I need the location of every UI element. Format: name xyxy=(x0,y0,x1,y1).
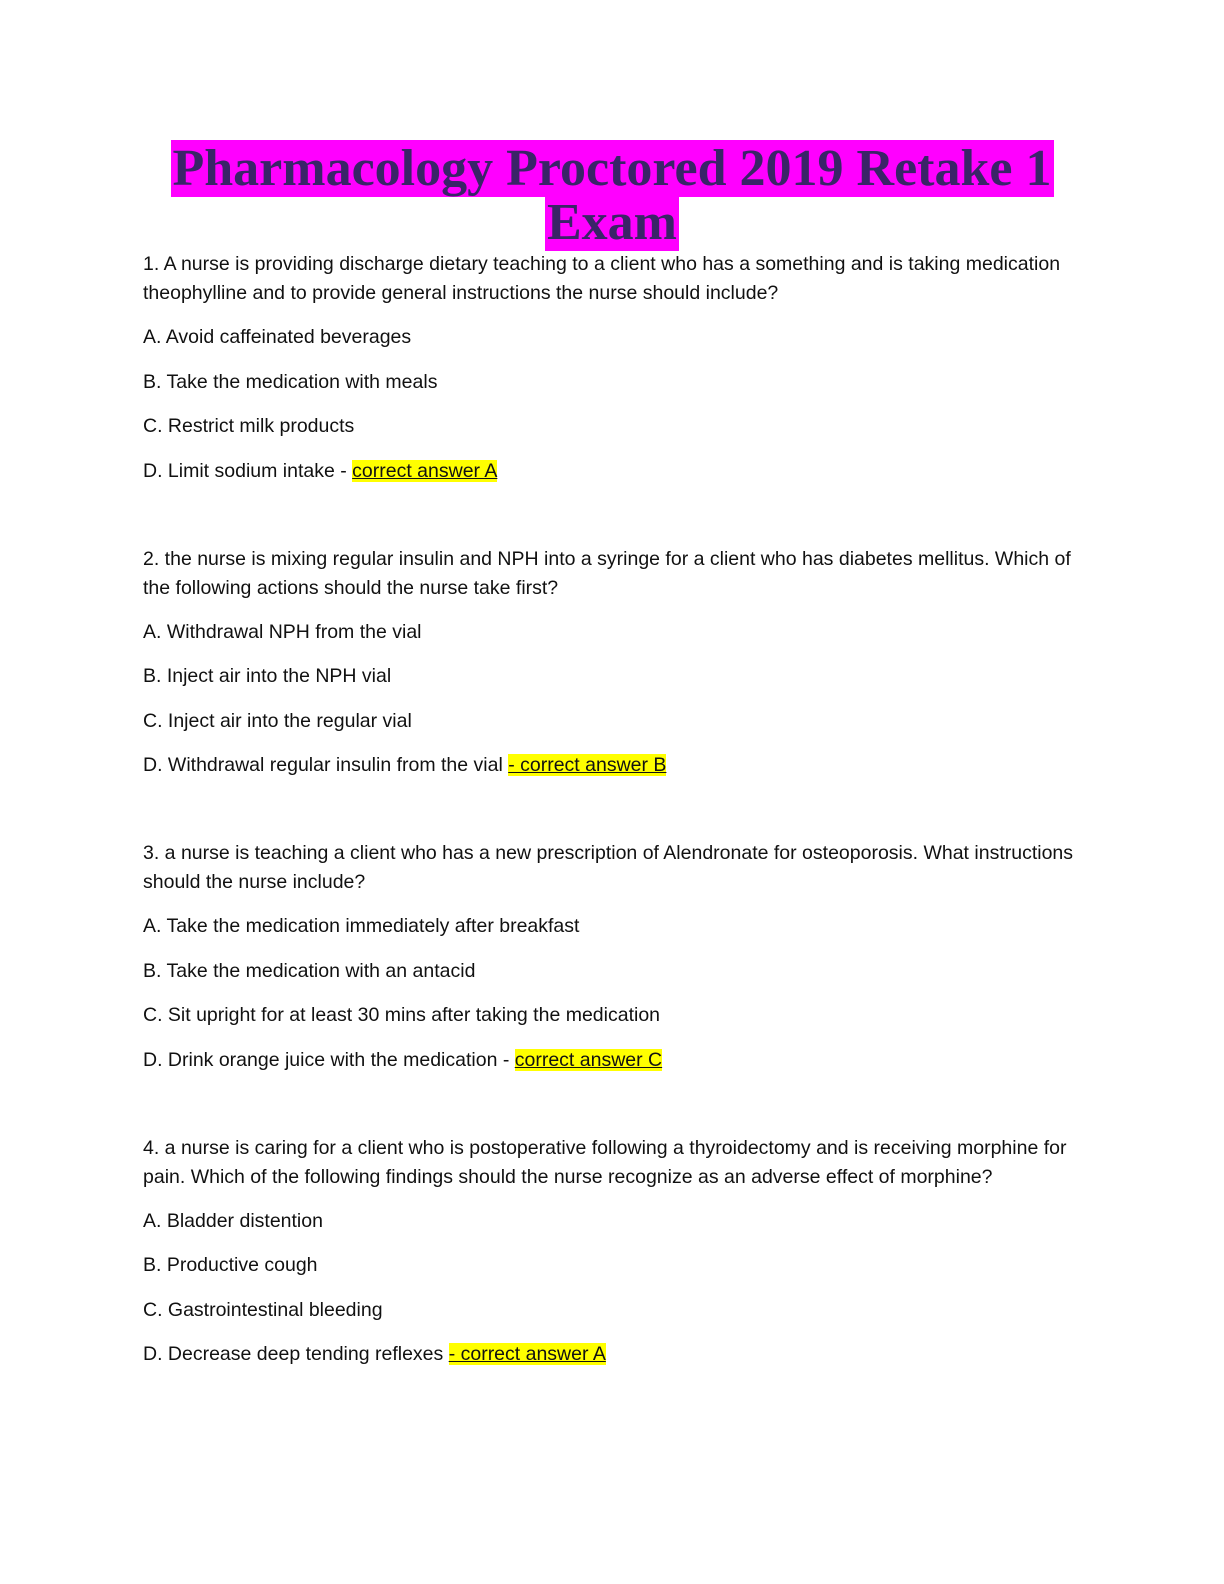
option-b: B. Take the medication with meals xyxy=(143,370,438,393)
question-block-1: 1. A nurse is providing discharge dietar… xyxy=(143,250,1083,486)
option-a: A. Withdrawal NPH from the vial xyxy=(143,620,422,643)
option-c: C. Sit upright for at least 30 mins afte… xyxy=(143,1004,661,1026)
correct-answer: correct answer C xyxy=(514,1048,663,1071)
question-block-3: 3. a nurse is teaching a client who has … xyxy=(143,839,1083,1075)
correct-answer: - correct answer A xyxy=(448,1343,606,1365)
option-b: B. Inject air into the NPH vial xyxy=(143,665,392,687)
option-a: A. Bladder distention xyxy=(143,1209,323,1232)
question-list: 1. A nurse is providing discharge dietar… xyxy=(143,250,1083,1428)
option-a: A. Avoid caffeinated beverages xyxy=(143,326,412,348)
question-text: 3. a nurse is teaching a client who has … xyxy=(143,842,1074,893)
question-block-4: 4. a nurse is caring for a client who is… xyxy=(143,1134,1083,1370)
question-text: 2. the nurse is mixing regular insulin a… xyxy=(143,547,1071,599)
option-d-text: D. Drink orange juice with the medicatio… xyxy=(143,1048,515,1071)
question-text: 1. A nurse is providing discharge dietar… xyxy=(143,253,1061,304)
option-b: B. Take the medication with an antacid xyxy=(143,959,476,982)
option-d-text: D. Withdrawal regular insulin from the v… xyxy=(143,754,509,776)
option-d: D. Withdrawal regular insulin from the v… xyxy=(143,751,1083,780)
option-d: D. Limit sodium intake - correct answer … xyxy=(143,457,1083,486)
option-c: C. Inject air into the regular vial xyxy=(143,709,412,732)
option-d-text: D. Limit sodium intake - xyxy=(143,459,353,482)
question-text: 4. a nurse is caring for a client who is… xyxy=(143,1136,1067,1188)
correct-answer: - correct answer B xyxy=(508,754,667,776)
correct-answer: correct answer A xyxy=(352,459,498,482)
option-c: C. Restrict milk products xyxy=(143,415,355,437)
title-line-1: Pharmacology Proctored 2019 Retake 1 xyxy=(170,140,1054,197)
question-block-2: 2. the nurse is mixing regular insulin a… xyxy=(143,545,1083,781)
option-c: C. Gastrointestinal bleeding xyxy=(143,1298,383,1321)
option-b: B. Productive cough xyxy=(143,1254,318,1276)
option-a: A. Take the medication immediately after… xyxy=(143,915,580,937)
title-line-2: Exam xyxy=(545,194,679,251)
option-d: D. Drink orange juice with the medicatio… xyxy=(143,1046,1083,1075)
option-d-text: D. Decrease deep tending reflexes xyxy=(143,1343,449,1365)
document-title: Pharmacology Proctored 2019 Retake 1 Exa… xyxy=(0,140,1224,251)
option-d: D. Decrease deep tending reflexes - corr… xyxy=(143,1340,1083,1369)
